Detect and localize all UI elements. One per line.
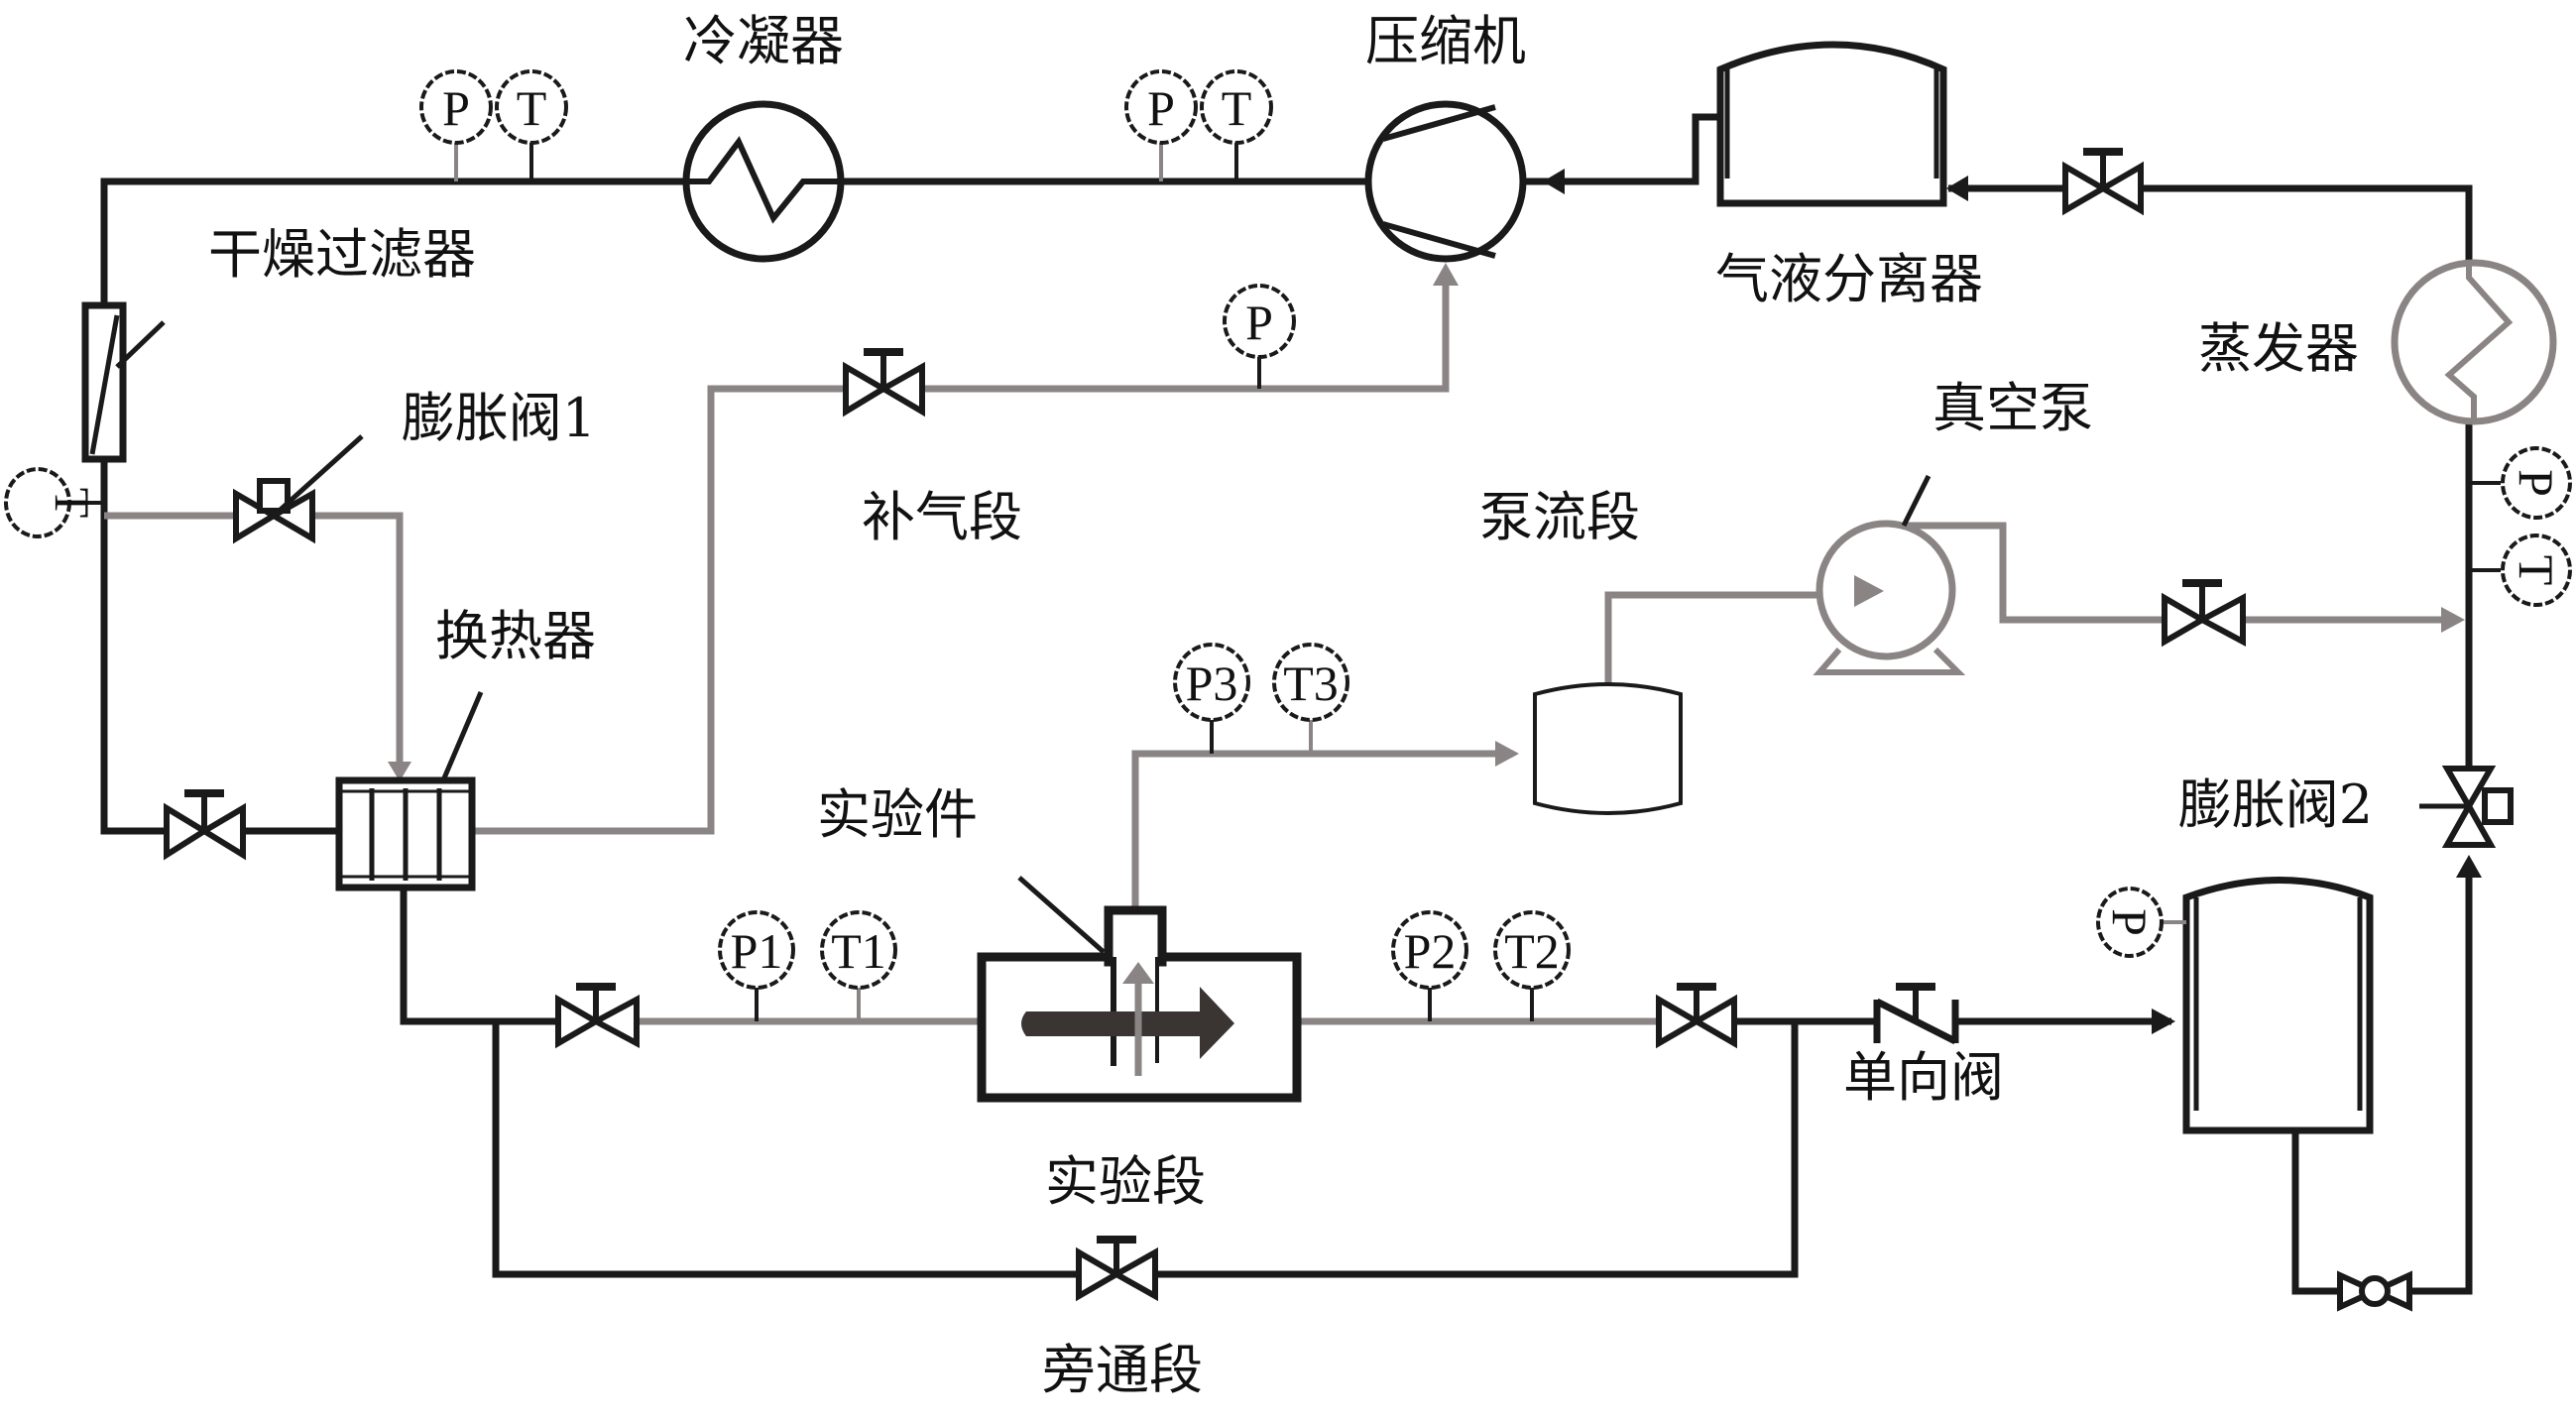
gauge-test-t2: T2 (1493, 910, 1571, 990)
pipe-bypass-left (492, 1021, 1076, 1278)
pipe-supply-to-compressor (925, 273, 1450, 393)
gauge-compressor-outlet-p: P (1124, 69, 1198, 145)
pipe-expvalve1-to-hx (315, 512, 404, 773)
valve-gas-supply[interactable] (843, 348, 925, 417)
svg-text:T3: T3 (1283, 655, 1339, 711)
pipe-filter-to-condenser (100, 178, 684, 302)
label-gas-supply-section: 补气段 (862, 486, 1022, 548)
valve-test-outlet[interactable] (1656, 983, 1737, 1049)
label-bypass-section: 旁通段 (1042, 1339, 1203, 1401)
gauge-test-p2: P2 (1391, 910, 1468, 990)
label-dry-filter: 干燥过滤器 (208, 223, 476, 286)
label-check-valve: 单向阀 (1843, 1046, 2004, 1109)
pipe-tank-to-pump (1604, 591, 1824, 684)
flow-arrow-into-receiver (2152, 1009, 2175, 1034)
label-compressor: 压缩机 (1365, 10, 1526, 72)
svg-text:P: P (442, 80, 470, 136)
dry-filter (81, 301, 166, 463)
main-refrigerant-loop (100, 113, 2482, 1295)
label-test-piece: 实验件 (817, 783, 978, 846)
gauge-test-p3: P3 (1173, 643, 1250, 722)
pipe-hx-to-test-line (400, 890, 555, 1025)
pipe-filter-to-hx-valve (100, 461, 164, 835)
label-test-section: 实验段 (1045, 1150, 1206, 1213)
valve-test-inlet[interactable] (555, 983, 640, 1049)
svg-text:T: T (1222, 80, 1252, 136)
valve-pump-outlet[interactable] (2162, 579, 2246, 648)
flow-arrow-into-compressor (1543, 169, 1565, 194)
compressor (1364, 100, 1527, 263)
svg-text:P: P (2102, 908, 2158, 936)
gauge-condenser-inlet-t: T (495, 69, 568, 145)
pipe-separator-to-compressor (1525, 113, 1720, 185)
auxiliary-loop (104, 263, 2465, 907)
test-section (977, 876, 1302, 1103)
label-pump-flow-section: 泵流段 (1479, 486, 1640, 548)
svg-text:T: T (517, 80, 547, 136)
flow-arrow-into-separator (1946, 176, 1968, 201)
gauge-receiver-p: P (2096, 887, 2164, 958)
test-flow-arrow-icon (1021, 987, 1234, 1059)
label-heat-exchanger: 换热器 (435, 605, 596, 667)
gauge-test-t3: T3 (1272, 643, 1349, 722)
label-expansion-valve-1: 膨胀阀1 (402, 387, 596, 449)
svg-text:P: P (2509, 469, 2564, 497)
label-condenser: 冷凝器 (683, 10, 844, 72)
pipe-pump-to-valve (1904, 522, 2162, 624)
gauge-compressor-outlet-t: T (1200, 69, 1273, 145)
gauge-condenser-inlet-p: P (419, 69, 493, 145)
gauge-evaporator-t: T (2501, 534, 2572, 607)
condenser (682, 100, 845, 263)
pipe-ballvalve-to-expvalve2 (2411, 873, 2473, 1295)
flow-arrow-into-compressor-injection (1433, 263, 1459, 286)
flow-arrow-into-expansion-valve-2 (2456, 855, 2482, 878)
pipe-test-outlet-to-tank (1131, 750, 1512, 907)
gauge-gas-supply-p: P (1223, 284, 1296, 359)
svg-text:T2: T2 (1504, 923, 1560, 979)
gauge-test-t1: T1 (820, 910, 897, 990)
label-expansion-valve-2: 膨胀阀2 (2178, 773, 2373, 836)
check-valve (1873, 983, 1959, 1045)
pipe-bypass-right (1158, 1021, 1799, 1278)
vacuum-pump[interactable] (1813, 474, 1966, 675)
svg-text:P3: P3 (1186, 655, 1238, 711)
svg-text:P: P (1245, 295, 1273, 350)
flow-arrow-into-evaporator-line (2441, 607, 2465, 633)
valve-hx-inlet[interactable] (164, 789, 246, 861)
pipe-evaporator-to-valve (2144, 184, 2473, 263)
svg-text:P2: P2 (1404, 923, 1457, 979)
ball-valve-drain[interactable] (2337, 1270, 2412, 1312)
heat-exchanger (335, 691, 484, 891)
svg-text:P1: P1 (731, 923, 783, 979)
evaporator (2391, 259, 2557, 425)
svg-text:P: P (1147, 80, 1175, 136)
instrument-stems (69, 142, 2501, 1021)
pipe-hx-to-supply-valve (474, 385, 843, 835)
label-vacuum-pump: 真空泵 (1932, 377, 2093, 439)
expansion-valve-1[interactable] (233, 434, 364, 544)
label-gas-liquid-separator: 气液分离器 (1715, 248, 1983, 310)
flow-arrow-into-hx (388, 762, 411, 781)
svg-text:T: T (45, 488, 100, 519)
svg-text:T1: T1 (831, 923, 886, 979)
flow-arrow-into-tank (1495, 741, 1519, 767)
gas-liquid-separator (1716, 41, 1947, 207)
vapor-up-arrow-icon (1122, 962, 1154, 984)
expansion-valve-2[interactable] (2419, 766, 2514, 848)
buffer-tank (1533, 682, 1683, 815)
pipe-receiver-outlet (2291, 1130, 2338, 1295)
liquid-receiver (2182, 877, 2374, 1134)
gauge-test-p1: P1 (718, 910, 795, 990)
gauge-evaporator-p: P (2501, 446, 2572, 520)
valve-bypass[interactable] (1076, 1236, 1158, 1302)
valve-separator-inlet[interactable] (2062, 148, 2144, 216)
svg-text:T: T (2509, 555, 2564, 586)
label-evaporator: 蒸发器 (2198, 317, 2359, 380)
gauge-filter-t: T (4, 467, 100, 538)
